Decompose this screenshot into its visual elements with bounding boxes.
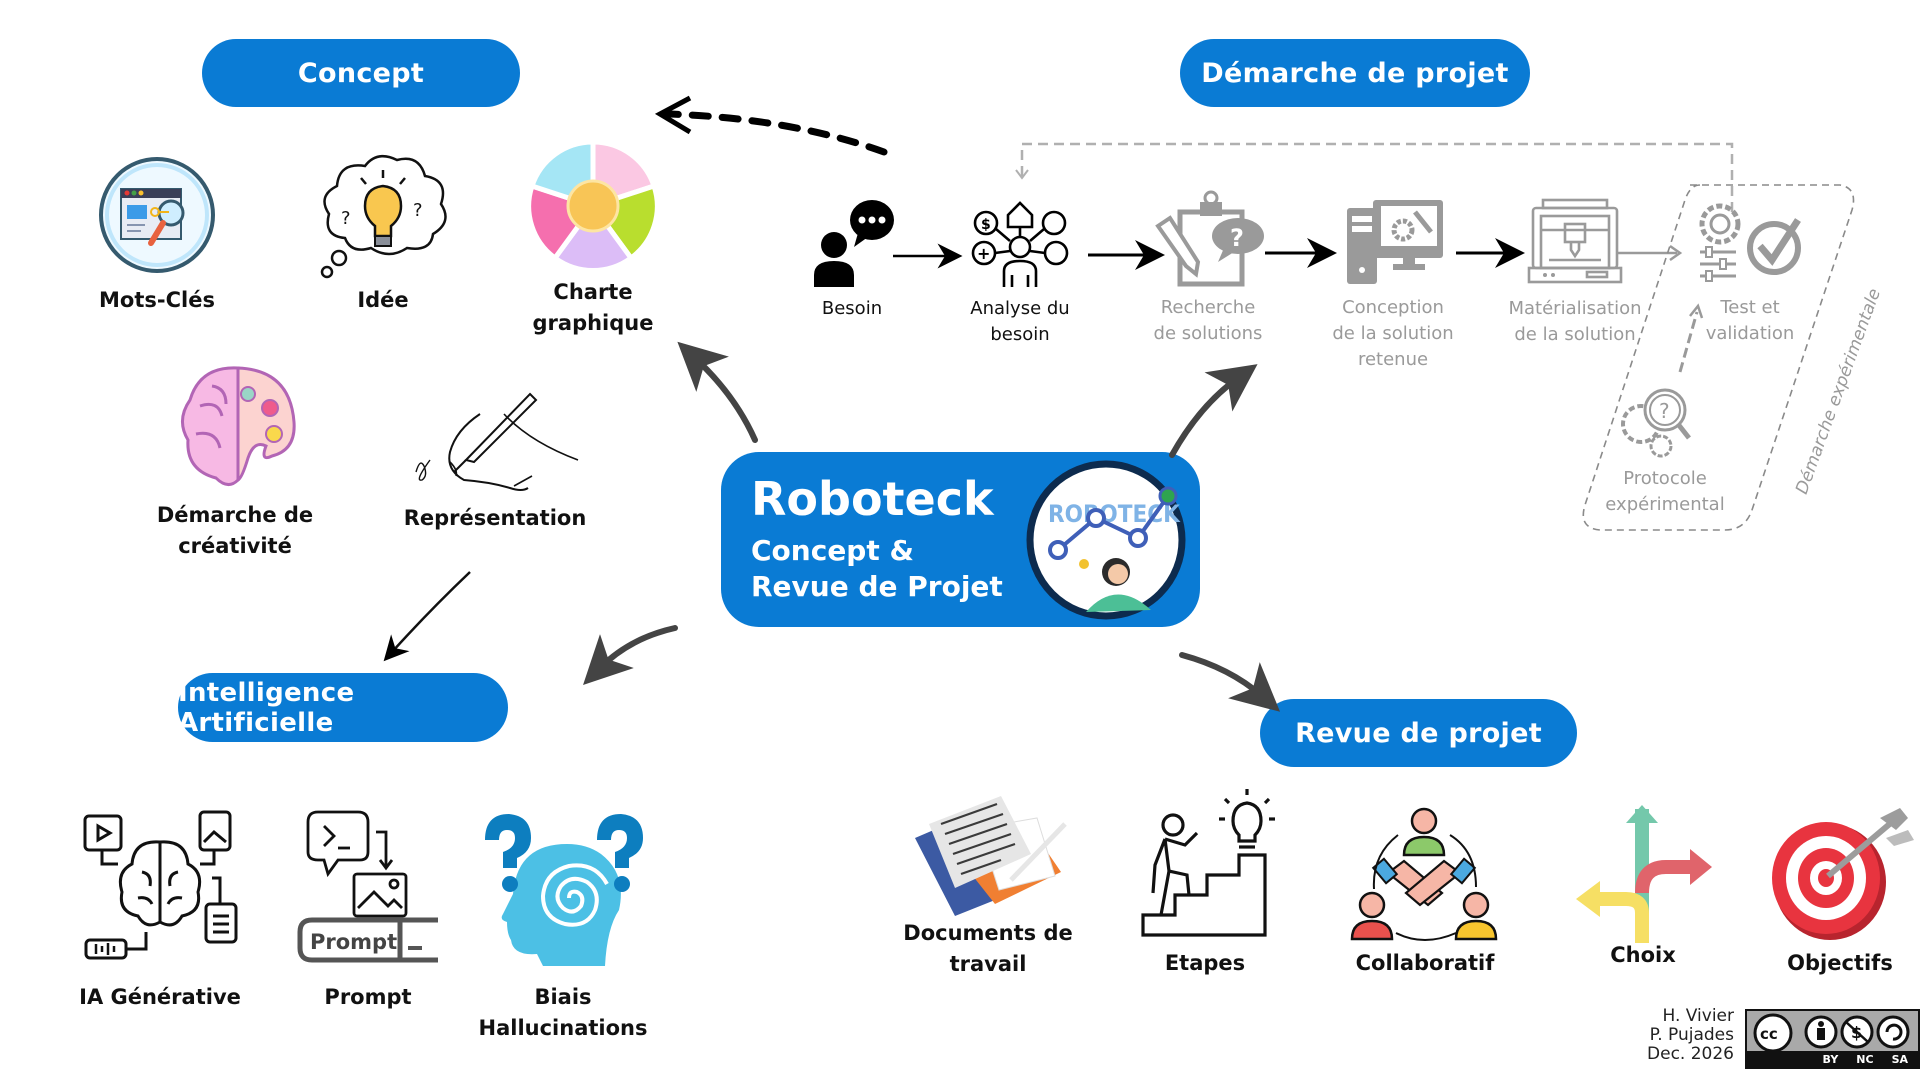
prompt-icon-text: Prompt [310, 930, 397, 954]
feedback-loop-head [1015, 169, 1029, 180]
feedback-loop-dashed [1020, 142, 1734, 212]
arrow-to-demarche [1169, 364, 1258, 458]
cc-by: BY [1822, 1052, 1839, 1066]
concept-label-idee: Idée [357, 288, 409, 312]
revue-label-documents-1: Documents de [903, 921, 1073, 945]
process-step-besoin: Besoin [821, 298, 883, 319]
revue-label-choix: Choix [1610, 943, 1676, 967]
section-demarche-projet: Démarche de projet [1180, 39, 1530, 107]
svg-text:?: ? [413, 200, 423, 221]
process-step-conception-1: Conception [1342, 297, 1444, 318]
credit-author-1: H. Vivier [1662, 1006, 1734, 1026]
process-step-protocole-1: Protocole [1623, 468, 1707, 489]
revue-label-etapes: Etapes [1164, 951, 1246, 975]
logo-text: ROBOTECK [1048, 500, 1181, 528]
revue-label-objectifs: Objectifs [1787, 951, 1893, 975]
arrow-to-ia [583, 625, 678, 685]
arrow-to-concept [677, 341, 758, 443]
svg-text:$: $ [981, 217, 991, 233]
roboteck-logo-icon: ROBOTECK [1026, 460, 1186, 620]
creative-brain-icon [181, 366, 296, 486]
besoin-person-speech-icon [814, 200, 894, 287]
process-step-recherche-2: de solutions [1153, 323, 1263, 344]
section-revue-projet: Revue de projet [1260, 699, 1577, 767]
section-demarche-label: Démarche de projet [1201, 57, 1509, 89]
center-title: Roboteck [751, 472, 994, 526]
concept-label-creativite-2: créativité [178, 534, 292, 558]
solution-research-icon: ? [1155, 190, 1264, 287]
stairs-steps-icon [1141, 789, 1275, 937]
process-step-conception-3: retenue [1357, 349, 1429, 370]
section-concept: Concept [202, 39, 520, 107]
center-subtitle-1: Concept & [751, 534, 914, 567]
concept-label-creativite-1: Démarche de [156, 503, 314, 527]
center-subtitle-2: Revue de Projet [751, 570, 1003, 603]
drawing-hand-icon [415, 392, 579, 491]
arrow-to-revue [1179, 652, 1281, 712]
experimental-group-box [1582, 184, 1855, 531]
prompt-icon: Prompt [297, 810, 438, 963]
documents-icon [915, 796, 1067, 916]
process-step-recherche-1: Recherche [1160, 297, 1256, 318]
3d-printer-icon [1527, 198, 1623, 284]
svg-text:?: ? [341, 208, 351, 229]
section-revue-label: Revue de projet [1295, 717, 1542, 749]
process-step-conception-2: de la solution [1332, 323, 1454, 344]
idea-bulb-icon: ? ? [320, 154, 447, 279]
credit-date: Dec. 2026 [1647, 1044, 1734, 1064]
target-icon [1772, 808, 1914, 940]
computer-design-icon [1347, 200, 1443, 284]
process-step-analyse-2: besoin [990, 324, 1050, 345]
protocole-to-test-arrow [1678, 311, 1699, 373]
cc-nc: NC [1856, 1052, 1874, 1066]
ia-label-prompt: Prompt [324, 985, 412, 1009]
cc-license-terms: BY NC SA [1747, 1051, 1918, 1067]
credit-author-2: P. Pujades [1649, 1025, 1734, 1045]
concept-label-charte-1: Charte [553, 280, 633, 304]
dashed-arrowhead [654, 95, 692, 135]
svg-text:?: ? [1230, 224, 1244, 252]
test-validation-icon [1699, 203, 1801, 282]
revue-label-documents-2: travail [949, 952, 1027, 976]
svg-text:?: ? [1659, 399, 1670, 423]
cc-text: cc [1760, 1025, 1778, 1043]
generative-ai-brain-icon [83, 810, 238, 960]
process-arrow-5-head [1669, 244, 1683, 262]
hallucination-head-icon [485, 814, 643, 966]
collaboration-icon [1350, 807, 1498, 941]
revue-label-collaboratif: Collaboratif [1355, 951, 1495, 975]
keyword-search-icon [99, 157, 215, 273]
needs-analysis-icon: $ + [971, 201, 1069, 287]
process-step-materialisation-1: Matérialisation [1508, 298, 1642, 319]
color-wheel-icon [526, 139, 660, 273]
process-step-test-1: Test et [1720, 297, 1780, 318]
process-step-materialisation-2: de la solution [1514, 324, 1636, 345]
svg-text:+: + [977, 244, 990, 263]
protocole-arrow-head [1689, 303, 1704, 319]
ia-label-biais: Biais [534, 985, 592, 1009]
credits: H. Vivier P. Pujades Dec. 2026 [1647, 1007, 1734, 1064]
ia-label-generative: IA Générative [79, 985, 241, 1009]
section-concept-label: Concept [297, 57, 425, 89]
section-intelligence-artificielle: Intelligence Artificielle [178, 673, 508, 742]
concept-label-representation: Représentation [403, 506, 587, 530]
choice-arrows-icon [1576, 805, 1712, 943]
process-step-protocole-2: expérimental [1605, 494, 1725, 515]
arrow-representation-to-ia [383, 571, 471, 662]
concept-label-mots-cles: Mots-Clés [99, 288, 215, 312]
process-step-test-2: validation [1705, 323, 1795, 344]
cc-sa: SA [1891, 1052, 1908, 1066]
dashed-arrow-to-concept [664, 110, 888, 156]
cc-license-icons: cc $ [1753, 1013, 1910, 1053]
experimental-protocol-icon: ? [1621, 388, 1691, 458]
process-step-analyse-1: Analyse du [970, 298, 1070, 319]
ia-label-hallucinations: Hallucinations [478, 1016, 648, 1040]
concept-label-charte-2: graphique [532, 311, 654, 335]
section-ia-label: Intelligence Artificielle [178, 677, 355, 738]
center-title-card: Roboteck Concept & Revue de Projet ROBOT… [721, 452, 1200, 627]
cc-license-badge[interactable]: cc $ BY NC SA [1745, 1009, 1920, 1069]
